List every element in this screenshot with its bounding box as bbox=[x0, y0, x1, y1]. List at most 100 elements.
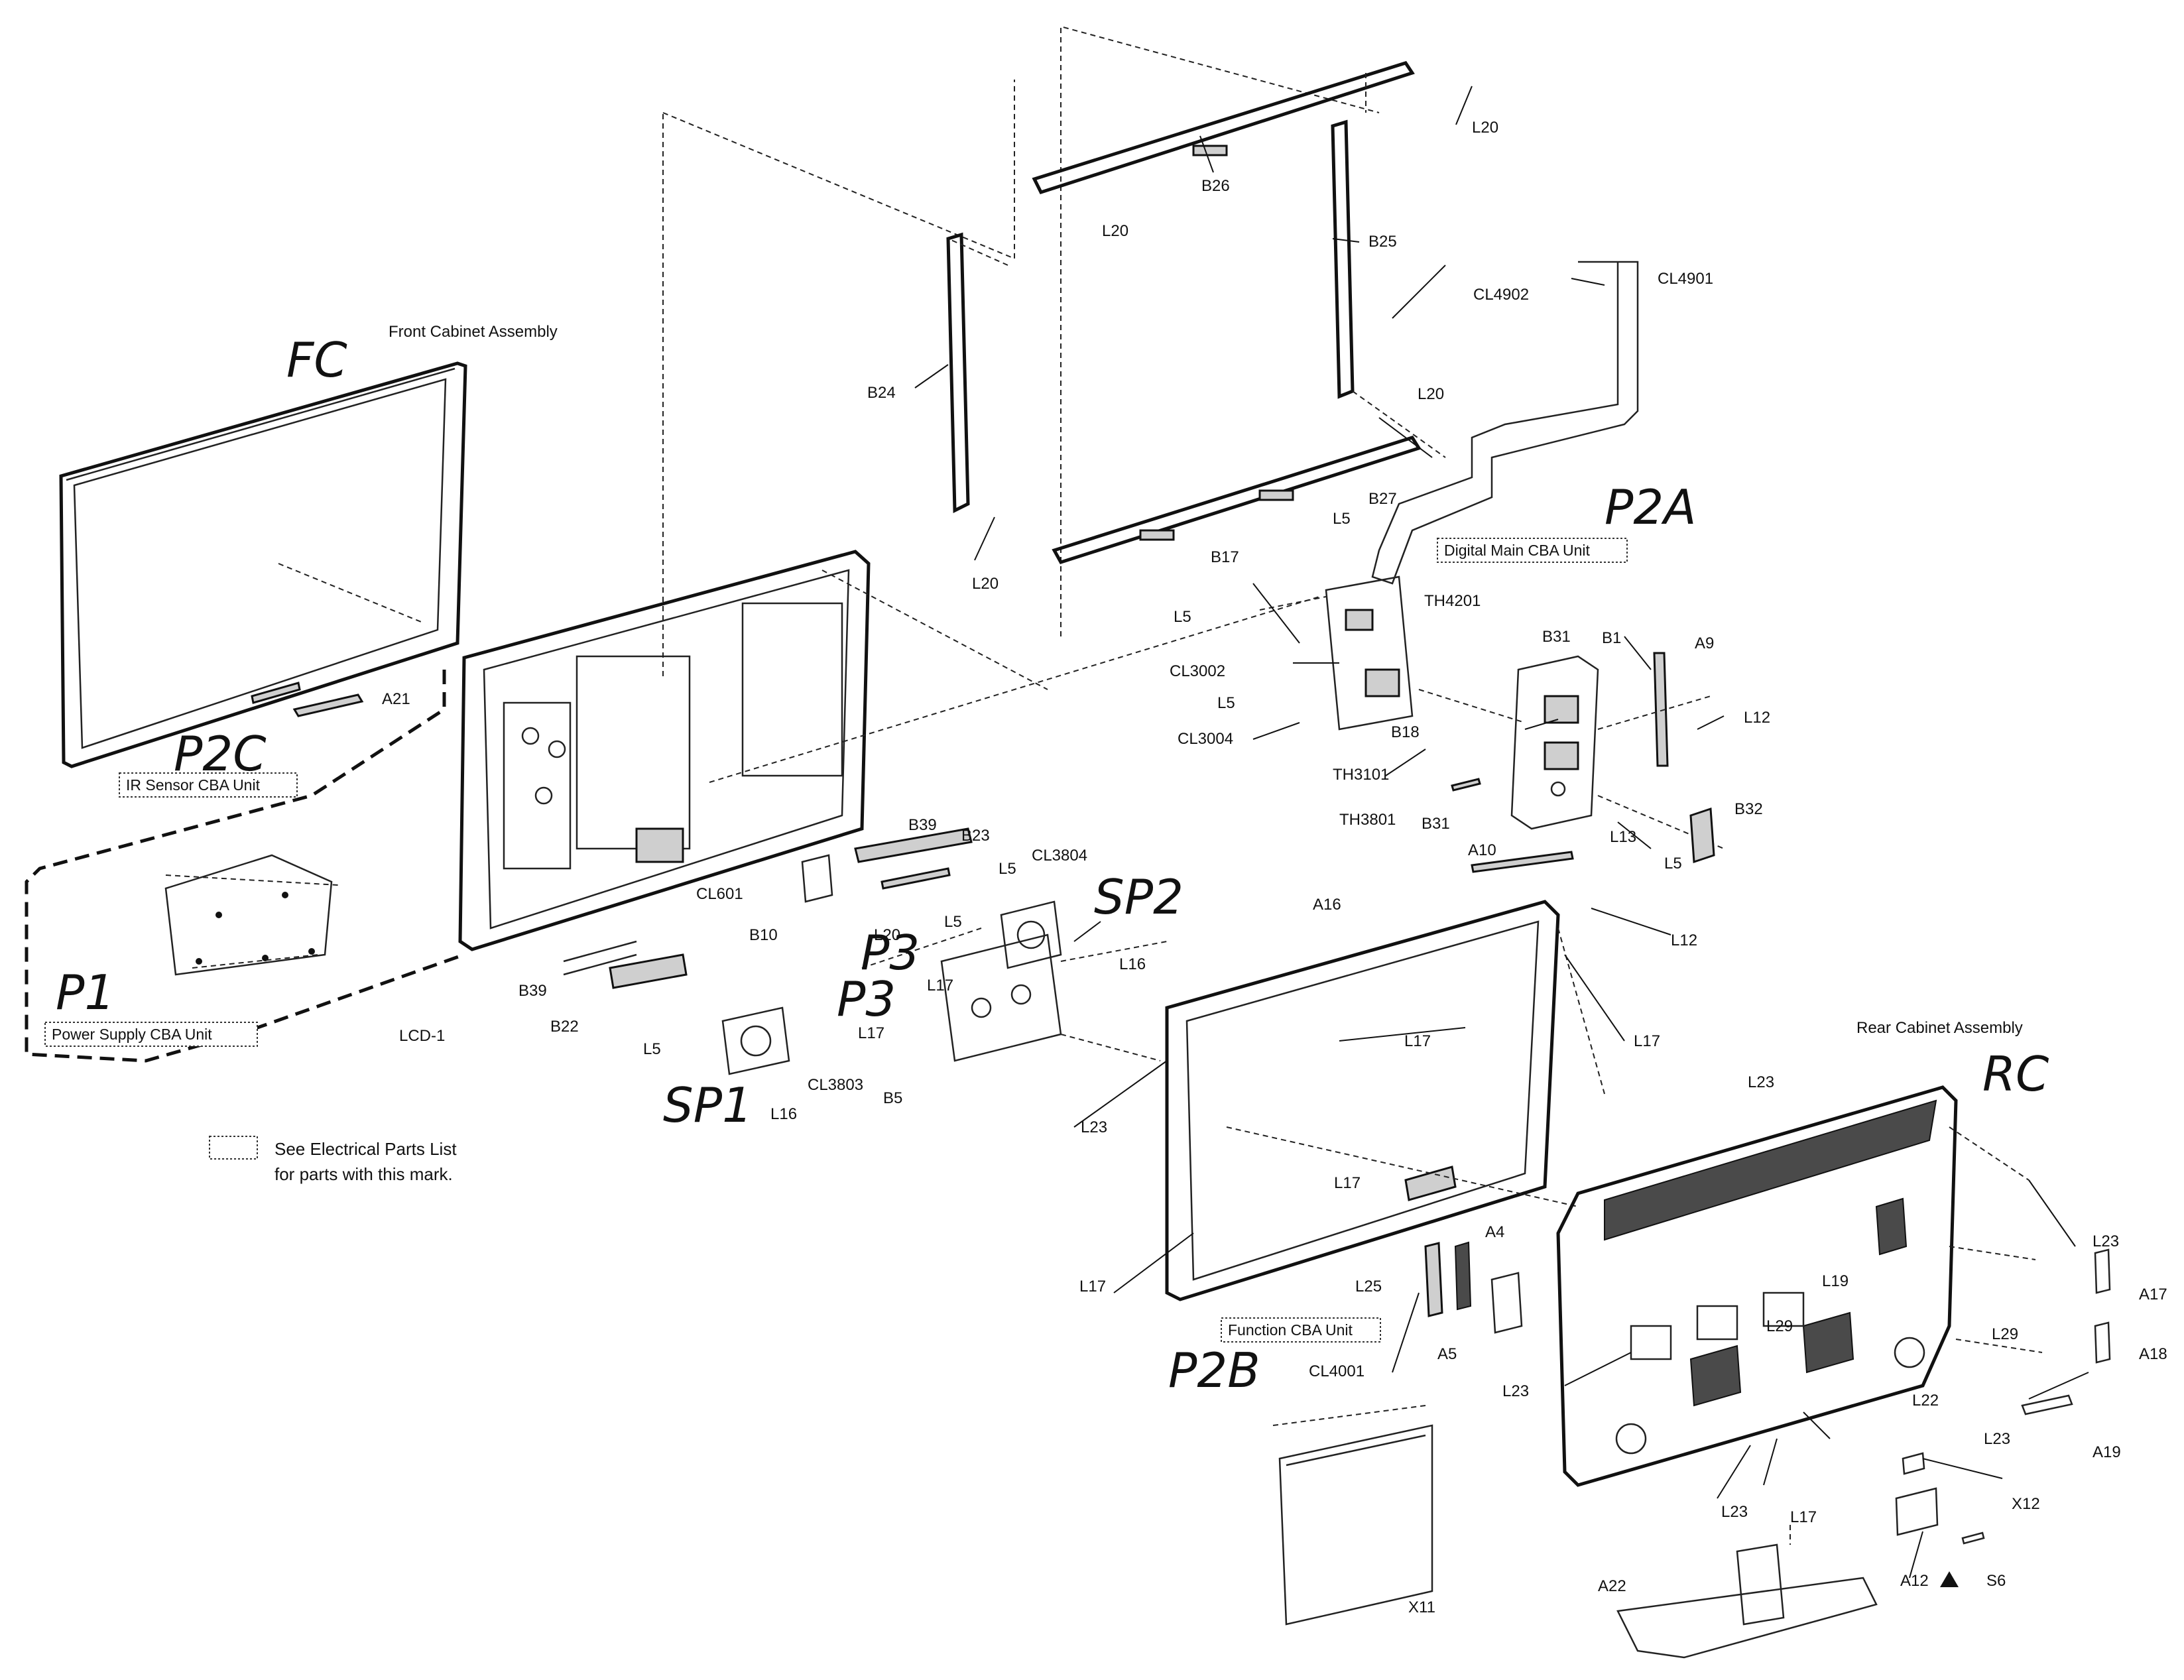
strip-a10 bbox=[1471, 851, 1574, 873]
part-label: L13 bbox=[1610, 828, 1636, 846]
part-label: B1 bbox=[1602, 629, 1621, 647]
part-label: B10 bbox=[749, 926, 778, 944]
front-cabinet-label: Front Cabinet Assembly bbox=[389, 323, 558, 341]
ir-sensor-group-outline bbox=[25, 670, 465, 1063]
part-label: B39 bbox=[518, 982, 547, 1000]
part-label: L20 bbox=[972, 575, 999, 593]
part-label: L5 bbox=[1217, 694, 1235, 712]
part-label: B31 bbox=[1422, 815, 1450, 833]
speaker-mount-b5 bbox=[940, 933, 1062, 1062]
part-label: A10 bbox=[1468, 841, 1496, 859]
part-label: L29 bbox=[1766, 1317, 1793, 1335]
handwritten-p2a: P2A bbox=[1605, 479, 1696, 535]
part-label: S6 bbox=[1986, 1572, 2006, 1590]
part-label: L17 bbox=[1334, 1174, 1361, 1192]
part-label: L23 bbox=[1721, 1503, 1748, 1521]
part-label: CL4901 bbox=[1658, 270, 1713, 288]
part-label: A9 bbox=[1695, 634, 1714, 652]
part-label: L5 bbox=[999, 860, 1016, 878]
part-label: TH4201 bbox=[1424, 592, 1481, 610]
part-label: A5 bbox=[1437, 1345, 1457, 1363]
stand-a22 bbox=[1616, 1543, 1878, 1659]
part-label: A22 bbox=[1598, 1577, 1626, 1595]
part-label: B31 bbox=[1542, 628, 1571, 646]
part-label: CL3803 bbox=[808, 1076, 863, 1094]
part-label: L20 bbox=[1102, 222, 1128, 240]
bracket-b32 bbox=[1689, 807, 1715, 864]
handwritten-sp1: SP1 bbox=[663, 1077, 753, 1133]
warning-triangle-icon bbox=[1940, 1571, 1959, 1587]
function-board bbox=[1424, 1241, 1523, 1334]
power-supply-board bbox=[164, 854, 333, 976]
part-s6 bbox=[1961, 1531, 1985, 1545]
side-part-a17 bbox=[2094, 1248, 2111, 1294]
digital-main-board bbox=[1325, 575, 1414, 731]
part-label: B23 bbox=[961, 827, 990, 845]
handwritten-fc: FC bbox=[286, 332, 347, 388]
part-label: L17 bbox=[1634, 1032, 1660, 1050]
part-label: B5 bbox=[883, 1089, 902, 1107]
ir-sensor-label-box: IR Sensor CBA Unit bbox=[119, 772, 298, 798]
part-label: B39 bbox=[908, 816, 937, 834]
part-label: L12 bbox=[1744, 709, 1770, 727]
part-label: L19 bbox=[1822, 1272, 1849, 1290]
part-label: B22 bbox=[550, 1018, 579, 1036]
part-label: L5 bbox=[1664, 855, 1682, 872]
digital-main-label: Digital Main CBA Unit bbox=[1444, 542, 1590, 559]
part-a12 bbox=[1895, 1487, 1939, 1536]
part-label: CL4902 bbox=[1473, 286, 1529, 304]
part-label: L17 bbox=[1079, 1278, 1106, 1295]
side-part-a19 bbox=[2021, 1394, 2073, 1415]
handwritten-p3-a: P3 bbox=[861, 925, 920, 981]
part-label: L20 bbox=[1418, 385, 1444, 403]
part-label: L17 bbox=[1404, 1032, 1431, 1050]
speaker-sp1 bbox=[721, 1006, 790, 1075]
legend-mark-box bbox=[209, 1136, 258, 1160]
side-part-a18 bbox=[2094, 1321, 2111, 1364]
ir-sensor-label: IR Sensor CBA Unit bbox=[126, 776, 261, 794]
function-label-box: Function CBA Unit bbox=[1221, 1317, 1381, 1343]
lvds-cable bbox=[1371, 261, 1639, 585]
part-label: L23 bbox=[1081, 1118, 1107, 1136]
note-line-1: See Electrical Parts List bbox=[274, 1139, 457, 1159]
part-label: A16 bbox=[1313, 896, 1341, 914]
part-label: B18 bbox=[1391, 723, 1420, 741]
bracket-b31 bbox=[1451, 778, 1481, 792]
lcd-panel bbox=[458, 550, 871, 951]
part-label: X12 bbox=[2012, 1495, 2040, 1513]
part-label: A21 bbox=[382, 690, 410, 708]
part-label: L23 bbox=[2093, 1232, 2119, 1250]
part-label: L17 bbox=[1790, 1508, 1817, 1526]
part-label: L17 bbox=[858, 1024, 884, 1042]
part-label: CL3004 bbox=[1178, 730, 1233, 748]
part-label: L12 bbox=[1671, 931, 1697, 949]
panel-frame bbox=[946, 61, 1422, 565]
middle-frame bbox=[1165, 900, 1560, 1301]
power-supply-label: Power Supply CBA Unit bbox=[52, 1026, 212, 1043]
function-label: Function CBA Unit bbox=[1228, 1321, 1353, 1339]
part-label: L22 bbox=[1912, 1392, 1939, 1410]
part-label: L20 bbox=[874, 926, 900, 944]
part-label: B26 bbox=[1201, 177, 1230, 195]
part-label: L16 bbox=[1119, 955, 1146, 973]
part-label: B32 bbox=[1734, 800, 1763, 818]
power-supply-label-box: Power Supply CBA Unit bbox=[44, 1022, 258, 1047]
part-label: B17 bbox=[1211, 548, 1239, 566]
part-label: B24 bbox=[867, 384, 896, 402]
part-label: CL4001 bbox=[1309, 1362, 1365, 1380]
part-label: A17 bbox=[2139, 1286, 2167, 1303]
ir-sensor-board bbox=[292, 693, 364, 717]
part-label: L29 bbox=[1992, 1325, 2018, 1343]
side-strip-a9 bbox=[1653, 652, 1669, 767]
part-label: CL3002 bbox=[1170, 662, 1225, 680]
part-label: A12 bbox=[1900, 1572, 1929, 1590]
part-label: L5 bbox=[1174, 608, 1191, 626]
part-label: L23 bbox=[1502, 1382, 1529, 1400]
handwritten-p2b: P2B bbox=[1168, 1343, 1260, 1398]
speaker-brackets bbox=[563, 827, 973, 989]
part-label: TH3801 bbox=[1339, 811, 1396, 829]
part-label: L23 bbox=[1748, 1073, 1774, 1091]
rear-cabinet-label: Rear Cabinet Assembly bbox=[1856, 1019, 2023, 1037]
terminal-bracket bbox=[1510, 655, 1599, 830]
manual-x11 bbox=[1278, 1424, 1433, 1626]
